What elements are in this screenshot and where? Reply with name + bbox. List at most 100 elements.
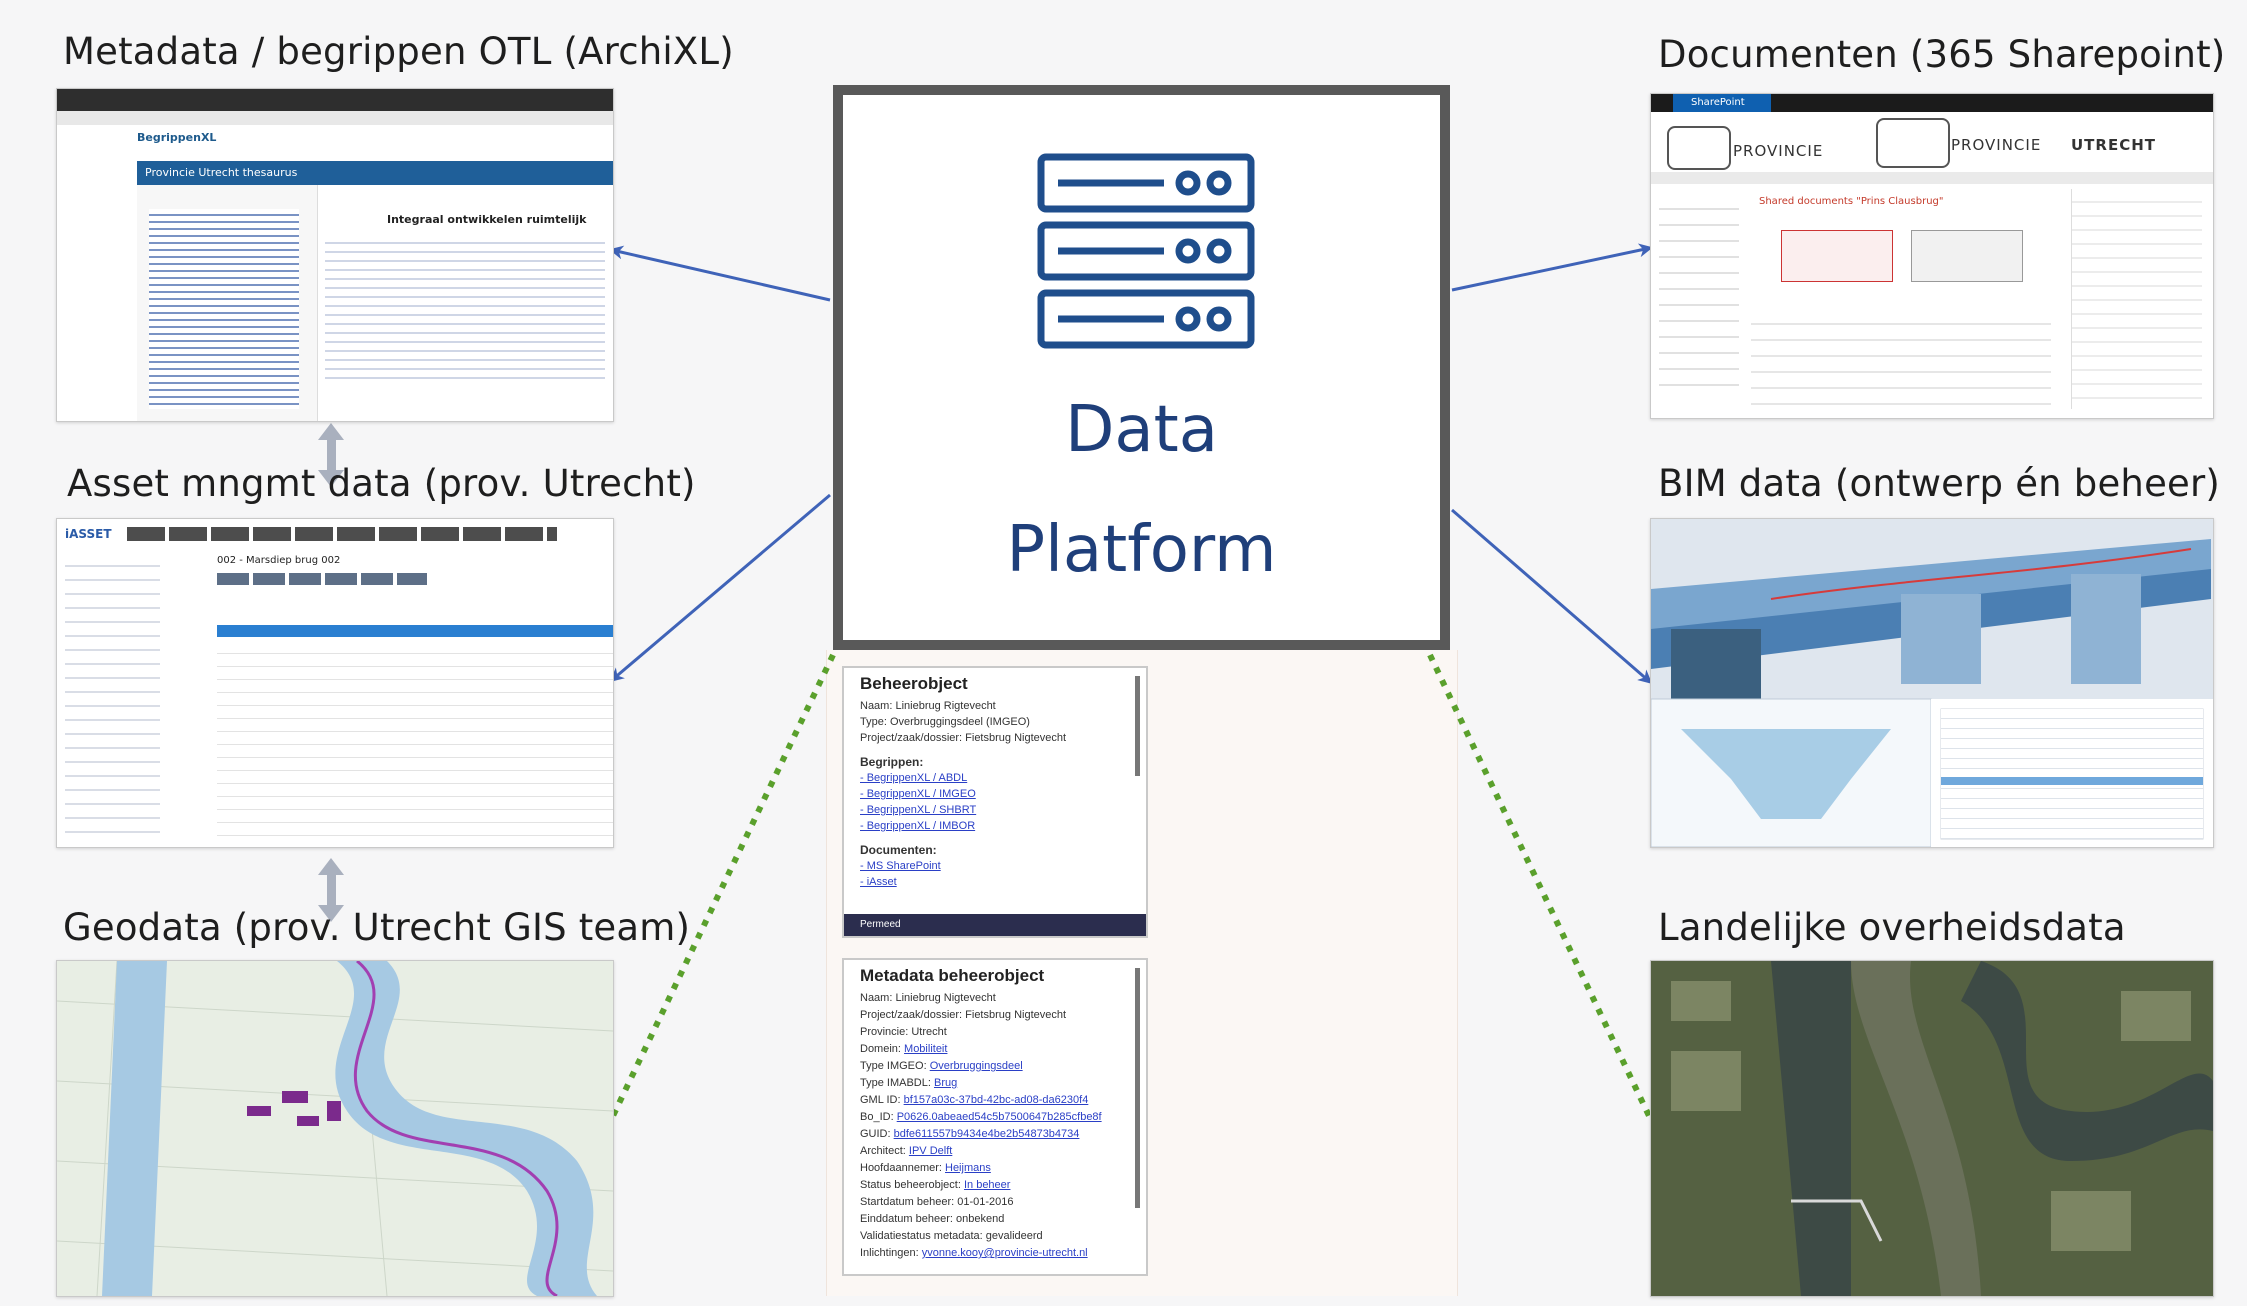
metadata-value[interactable]: Brug (933, 1077, 958, 1089)
server-rack-icon (1037, 153, 1255, 349)
metadata-row: GUID: bdfe611557b9434e4be2b54873b4734 (860, 1126, 1146, 1143)
beheerobject-panel: Beheerobject Naam: Liniebrug Rigtevecht … (842, 666, 1148, 938)
metadata-value: gevalideerd (985, 1230, 1043, 1242)
metadata-panel: Metadata beheerobject Naam: Liniebrug Ni… (842, 958, 1148, 1276)
metadata-value: Fietsbrug Nigtevecht (965, 1009, 1067, 1021)
metadata-label: GUID: (860, 1128, 894, 1140)
metadata-label: Bo_ID: (860, 1111, 897, 1123)
object-line: Project/zaak/dossier: Fietsbrug Nigtevec… (860, 732, 1067, 744)
geo-map-drawing (57, 961, 613, 1296)
begrip-link[interactable]: - BegrippenXL / IMBOR (860, 820, 976, 832)
metadata-label: Domein: (860, 1043, 905, 1055)
dotted-to-geo (609, 653, 836, 1120)
metadata-row: Provincie: Utrecht (860, 1024, 1146, 1041)
begrip-link[interactable]: - BegrippenXL / SHBRT (860, 804, 977, 816)
asset-object: 002 - Marsdiep brug 002 (217, 555, 341, 566)
metadata-value[interactable]: In beheer (963, 1179, 1011, 1191)
dotted-to-national (1427, 653, 1653, 1120)
metadata-row: Status beheerobject: In beheer (860, 1177, 1146, 1194)
metadata-value[interactable]: yvonne.kooy@provincie-utrecht.nl (921, 1247, 1088, 1259)
begrip-link[interactable]: - BegrippenXL / ABDL (860, 772, 968, 784)
begrippen-label: Begrippen: (860, 755, 924, 769)
docs-shared: Shared documents "Prins Clausbrug" (1759, 196, 1944, 207)
panel-scrollbar[interactable] (1135, 968, 1140, 1208)
metadata-row: Project/zaak/dossier: Fietsbrug Nigtevec… (860, 1007, 1146, 1024)
docs-crest-1 (1667, 126, 1731, 170)
metadata-row: Startdatum beheer: 01-01-2016 (860, 1194, 1146, 1211)
metadata-value[interactable]: IPV Delft (908, 1145, 953, 1157)
arrow-to-bim (1451, 508, 1653, 684)
metadata-row: Hoofdaannemer: Heijmans (860, 1160, 1146, 1177)
data-platform-box: Data Platform (833, 85, 1450, 650)
object-line: Naam: Liniebrug Rigtevecht (860, 700, 996, 712)
document-link[interactable]: - iAsset (860, 876, 897, 888)
begrip-link[interactable]: - BegrippenXL / IMGEO (860, 788, 976, 800)
otl-term: Integraal ontwikkelen ruimtelijk (387, 213, 587, 226)
aerial-photo-drawing (1651, 961, 2213, 1296)
link-asset-geo (318, 858, 344, 922)
geo-map (56, 960, 614, 1297)
metadata-label: Type IMABDL: (860, 1077, 934, 1089)
docs-org2: PROVINCIE (1951, 136, 2042, 154)
metadata-value[interactable]: P0626.0abeaed54c5b7500647b285cfbe8f (896, 1111, 1102, 1123)
link-otl-asset (318, 423, 344, 487)
national-title: Landelijke overheidsdata (1658, 906, 2126, 949)
metadata-label: Project/zaak/dossier: (860, 1009, 966, 1021)
metadata-value[interactable]: bdfe611557b9434e4be2b54873b4734 (893, 1128, 1080, 1140)
bim-title: BIM data (ontwerp én beheer) (1658, 462, 2221, 505)
metadata-label: Inlichtingen: (860, 1247, 922, 1259)
metadata-label: Naam: (860, 992, 896, 1004)
metadata-label: Architect: (860, 1145, 909, 1157)
arrow-to-docs (1451, 243, 1653, 292)
metadata-label: Validatiestatus metadata: (860, 1230, 986, 1242)
metadata-row: Type IMGEO: Overbruggingsdeel (860, 1058, 1146, 1075)
asset-logo: iASSET (65, 527, 112, 541)
metadata-value[interactable]: Mobiliteit (904, 1043, 948, 1055)
otl-title: Metadata / begrippen OTL (ArchiXL) (63, 30, 734, 73)
metadata-label: Einddatum beheer: (860, 1213, 957, 1225)
metadata-label: Type IMGEO: (860, 1060, 930, 1072)
metadata-row: Bo_ID: P0626.0abeaed54c5b7500647b285cfbe… (860, 1109, 1146, 1126)
docs-screenshot: SharePoint PROVINCIE PROVINCIE UTRECHT S… (1650, 93, 2214, 419)
metadata-row: Einddatum beheer: onbekend (860, 1211, 1146, 1228)
docs-org3: UTRECHT (2071, 136, 2157, 154)
otl-screenshot: BegrippenXL Provincie Utrecht thesaurus … (56, 88, 614, 422)
metadata-value[interactable]: Overbruggingsdeel (929, 1060, 1023, 1072)
metadata-row: Domein: Mobiliteit (860, 1041, 1146, 1058)
asset-screenshot: iASSET 002 - Marsdiep brug 002 (56, 518, 614, 848)
metadata-row: Inlichtingen: yvonne.kooy@provincie-utre… (860, 1245, 1146, 1262)
metadata-row: Validatiestatus metadata: gevalideerd (860, 1228, 1146, 1245)
documenten-label: Documenten: (860, 843, 937, 857)
metadata-label: Provincie: (860, 1026, 912, 1038)
data-platform-line1: Data (1065, 393, 1218, 467)
otl-app-name: BegrippenXL (137, 131, 217, 144)
object-line: Type: Overbruggingsdeel (IMGEO) (860, 716, 1030, 728)
data-platform-line2: Platform (1006, 513, 1277, 587)
metadata-label: GML ID: (860, 1094, 904, 1106)
panel-footer: Permeed (844, 914, 1146, 936)
metadata-row: Type IMABDL: Brug (860, 1075, 1146, 1092)
asset-title: Asset mngmt data (prov. Utrecht) (67, 462, 696, 505)
metadata-heading: Metadata beheerobject (860, 966, 1045, 985)
metadata-value: Liniebrug Nigtevecht (895, 992, 996, 1004)
otl-header: Provincie Utrecht thesaurus (145, 166, 298, 179)
document-link[interactable]: - MS SharePoint (860, 860, 941, 872)
arrow-to-asset (609, 493, 831, 682)
arrow-to-otl (609, 245, 831, 302)
metadata-value[interactable]: Heijmans (945, 1162, 991, 1174)
beheerobject-heading: Beheerobject (860, 674, 968, 693)
metadata-row: Architect: IPV Delft (860, 1143, 1146, 1160)
metadata-row: GML ID: bf157a03c-37bd-42bc-ad08-da6230f… (860, 1092, 1146, 1109)
docs-org1: PROVINCIE (1733, 142, 1824, 160)
metadata-row: Naam: Liniebrug Nigtevecht (860, 990, 1146, 1007)
metadata-label: Hoofdaannemer: (860, 1162, 945, 1174)
panel-scrollbar[interactable] (1135, 676, 1140, 776)
geo-title: Geodata (prov. Utrecht GIS team) (63, 906, 691, 949)
metadata-value: 01-01-2016 (957, 1196, 1014, 1208)
docs-crest-2 (1876, 118, 1950, 168)
metadata-label: Status beheerobject: (860, 1179, 964, 1191)
metadata-value: onbekend (956, 1213, 1005, 1225)
metadata-value[interactable]: bf157a03c-37bd-42bc-ad08-da6230f4 (903, 1094, 1089, 1106)
metadata-label: Startdatum beheer: (860, 1196, 958, 1208)
